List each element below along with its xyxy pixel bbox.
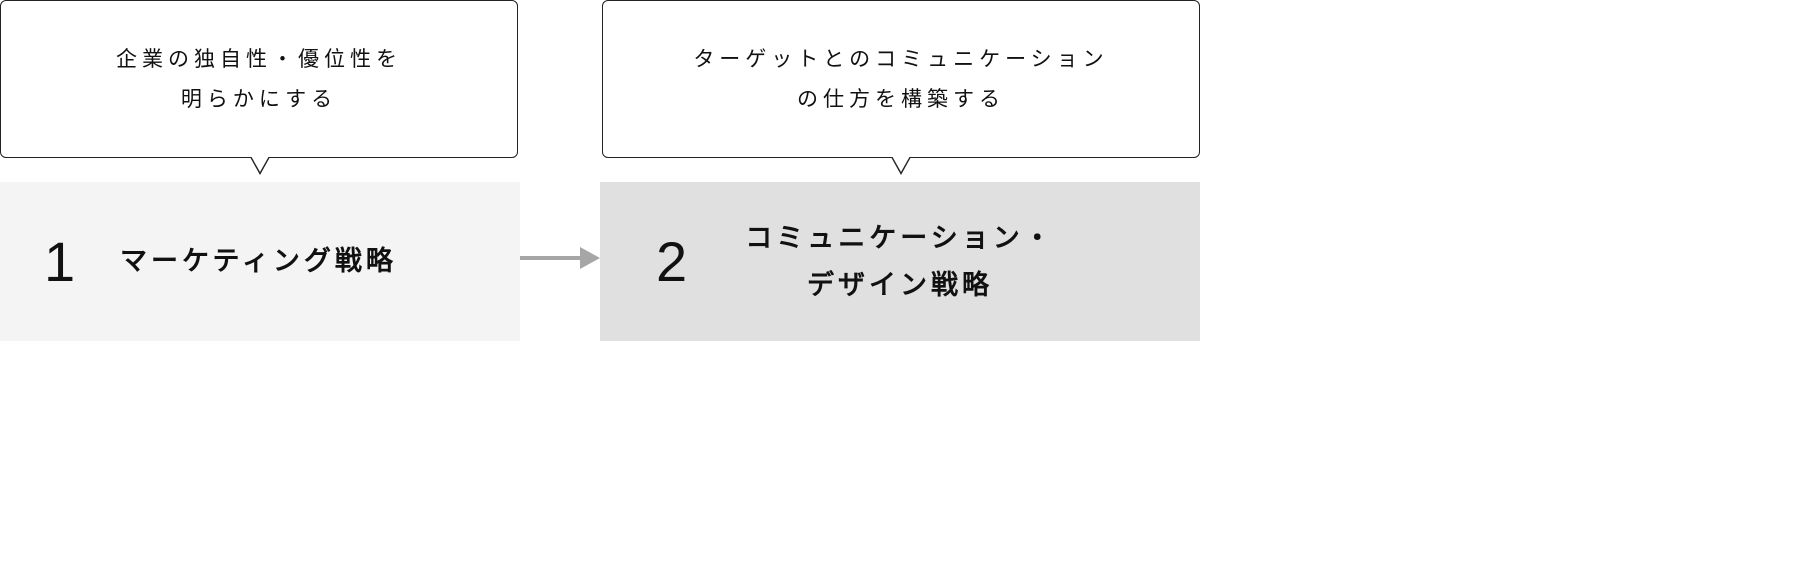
bubble-line: 明らかにする	[180, 87, 338, 111]
step-number: 2	[656, 230, 688, 293]
step-title-line: デザイン戦略	[807, 269, 993, 301]
bubble-line: ターゲットとのコミュニケーション	[693, 47, 1109, 71]
step-1-description-bubble: 企業の独自性・優位性を明らかにする	[0, 0, 518, 158]
bubble-tail	[891, 156, 911, 175]
bubble-line: の仕方を構築する	[797, 87, 1005, 111]
arrow-right-icon	[580, 247, 600, 269]
step-title: コミュニケーション・ デザイン戦略	[740, 215, 1060, 309]
step-title-line: コミュニケーション・	[745, 222, 1055, 254]
arrow-line	[520, 256, 582, 260]
bubble-tail	[250, 156, 270, 175]
step-1-box: 1 マーケティング戦略	[0, 182, 520, 341]
step-title: マーケティング戦略	[120, 246, 397, 277]
step-2-description-bubble: ターゲットとのコミュニケーションの仕方を構築する	[602, 0, 1200, 158]
step-number: 1	[44, 230, 76, 293]
step-2-box: 2 コミュニケーション・ デザイン戦略	[600, 182, 1200, 341]
bubble-line: 企業の独自性・優位性を	[116, 47, 402, 71]
